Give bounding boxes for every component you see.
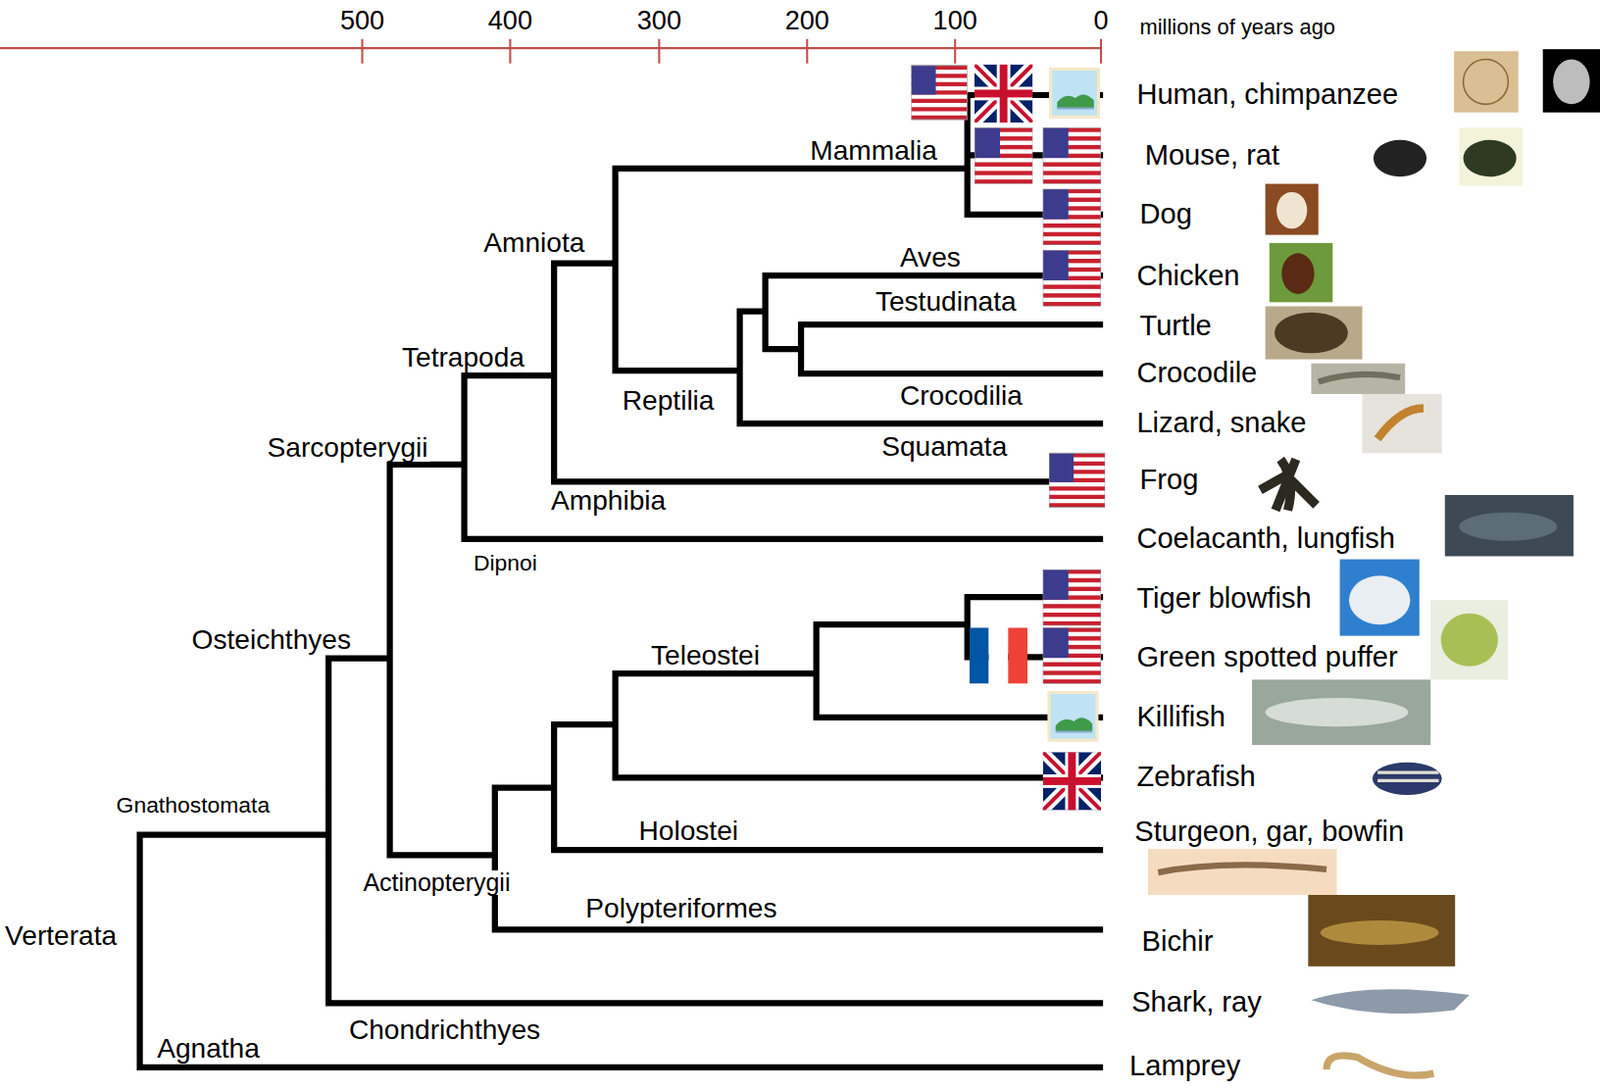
taxon-label: Frog <box>1138 465 1201 495</box>
taxon-label: Verterata <box>2 922 119 950</box>
taxon-label: Osteichthyes <box>190 626 353 654</box>
taxon-label: Sarcopterygii <box>265 434 431 462</box>
taxon-label: Bichir <box>1140 927 1216 956</box>
taxon-label: Teleostei <box>649 642 762 670</box>
taxon-label: Sturgeon, gar, bowfin <box>1132 817 1406 847</box>
axis-label: millions of years ago <box>1138 16 1339 39</box>
taxon-label: Crocodile <box>1134 358 1259 388</box>
taxon-label: Agnatha <box>154 1035 262 1063</box>
tree-branches <box>140 95 1100 1068</box>
taxon-label: Turtle <box>1138 311 1214 341</box>
taxon-label: Shark, ray <box>1129 988 1264 1017</box>
taxon-label: Zebrafish <box>1134 762 1257 792</box>
taxon-label: Actinopterygii <box>360 870 512 896</box>
taxon-label: Mouse, rat <box>1143 141 1282 170</box>
taxon-label: Mammalia <box>807 137 940 165</box>
taxon-label: Tiger blowfish <box>1134 584 1313 613</box>
axis-label: 500 <box>338 6 387 34</box>
taxon-label: Dog <box>1138 200 1195 229</box>
taxon-label: Tetrapoda <box>400 344 527 372</box>
taxon-label: Chondrichthyes <box>347 1016 543 1045</box>
taxon-label: Lamprey <box>1127 1051 1243 1081</box>
taxon-label: Holostei <box>637 817 742 846</box>
axis-label: 200 <box>783 6 832 34</box>
taxon-label: Chicken <box>1134 261 1242 291</box>
taxon-label: Amphibia <box>549 487 668 515</box>
taxon-label: Crocodilia <box>898 382 1025 410</box>
taxon-label: Gnathostomata <box>114 794 273 817</box>
time-axis <box>0 39 1102 64</box>
species-photos <box>1148 49 1600 1076</box>
taxon-label: Lizard, snake <box>1134 408 1308 438</box>
taxon-label: Amniota <box>481 229 587 257</box>
taxon-label: Aves <box>898 244 963 272</box>
taxon-label: Squamata <box>879 433 1009 461</box>
taxon-label: Reptilia <box>620 387 717 415</box>
axis-label: 400 <box>486 6 535 34</box>
axis-label: 100 <box>931 6 980 34</box>
taxon-label: Coelacanth, lungfish <box>1134 524 1398 553</box>
axis-label: 0 <box>1092 6 1111 34</box>
axis-label: 300 <box>635 6 684 34</box>
taxon-label: Human, chimpanzee <box>1134 80 1400 109</box>
taxon-label: Polypteriformes <box>583 895 779 923</box>
taxon-label: Testudinata <box>873 288 1019 316</box>
taxon-label: Green spotted puffer <box>1134 643 1400 672</box>
taxon-label: Killifish <box>1134 702 1228 732</box>
taxon-label: Dipnoi <box>471 551 540 575</box>
